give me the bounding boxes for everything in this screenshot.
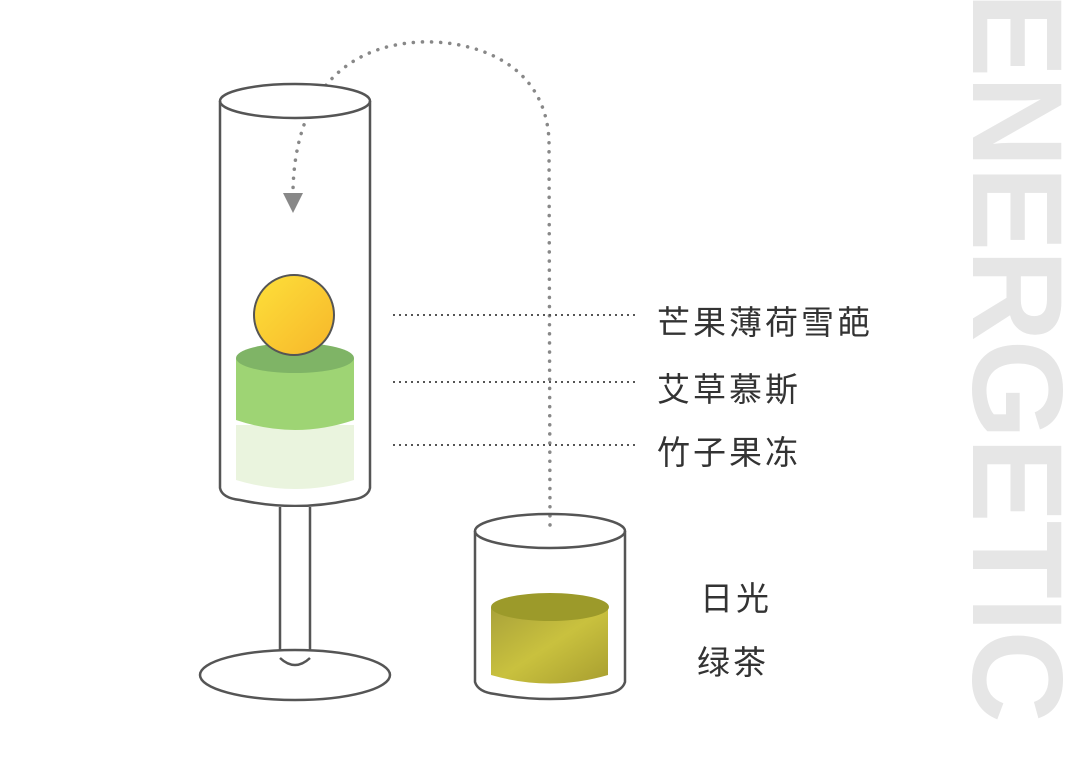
jelly-layer xyxy=(236,425,354,489)
mousse-layer xyxy=(236,343,354,430)
drink-label-line2: 绿茶 xyxy=(697,643,769,682)
small-glass xyxy=(473,512,627,701)
layer-label-mugwort-mousse: 艾草慕斯 xyxy=(657,370,801,409)
tall-glass xyxy=(198,82,392,702)
leader-lines xyxy=(393,314,636,446)
matcha-layer xyxy=(491,593,609,684)
layer-label-bamboo-jelly: 竹子果冻 xyxy=(657,433,801,472)
layer-label-mango-sorbet: 芒果薄荷雪葩 xyxy=(657,303,873,342)
arrow-down-icon xyxy=(283,193,303,213)
mango-sorbet-ball xyxy=(253,274,335,356)
drink-label-line1: 日光 xyxy=(700,579,772,618)
